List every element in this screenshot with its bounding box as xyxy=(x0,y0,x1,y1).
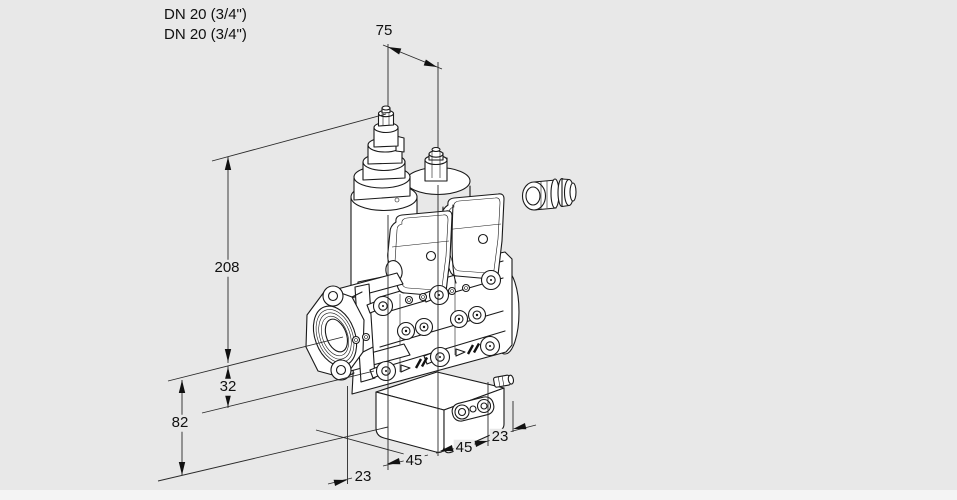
washer-bolt xyxy=(479,335,501,357)
flow-arrow-icon xyxy=(455,348,466,357)
dim-208-label: 208 xyxy=(212,258,242,277)
dim-23-left-label: 23 xyxy=(352,467,374,486)
flow-direction-marks xyxy=(400,342,481,373)
dim-75-label: 75 xyxy=(373,21,395,40)
centerlines xyxy=(347,185,514,484)
actuator-block xyxy=(375,371,515,454)
dim-45-right-label: 45 xyxy=(453,438,475,457)
dim-82-label: 82 xyxy=(169,413,191,432)
washer-bolt xyxy=(480,269,502,291)
inlet-flange xyxy=(305,285,374,381)
dim-45-left-label: 45 xyxy=(403,451,425,470)
cover-screw-right xyxy=(477,233,489,245)
solenoid-actuator-left xyxy=(350,105,418,289)
dim-32-label: 32 xyxy=(217,377,239,396)
bottom-strip xyxy=(0,490,957,500)
port-label-bottom: DN 20 (3/4") xyxy=(164,25,247,43)
flow-arrow-icon xyxy=(400,364,411,373)
washer-bolt xyxy=(423,346,451,368)
dim-23-right-label: 23 xyxy=(489,427,511,446)
dimension-lines xyxy=(157,44,537,487)
vent-nipple xyxy=(493,374,515,388)
port-label-top: DN 20 (3/4") xyxy=(164,5,247,23)
cover-screw-left xyxy=(425,250,437,262)
cable-gland xyxy=(521,177,577,211)
body-bolts xyxy=(351,269,502,382)
extension-lines xyxy=(387,44,439,150)
